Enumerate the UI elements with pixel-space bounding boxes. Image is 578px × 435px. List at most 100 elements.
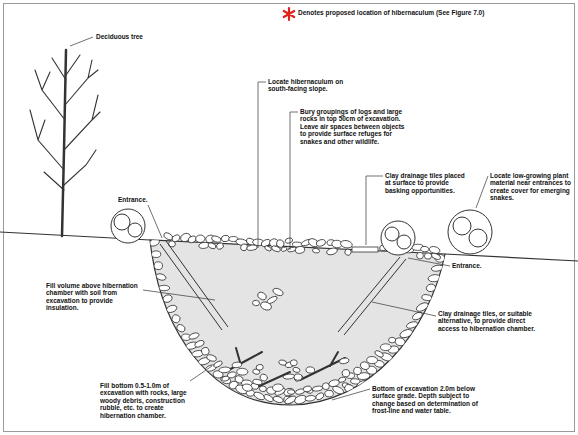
rock <box>339 357 349 364</box>
rock <box>426 283 437 292</box>
rock <box>399 328 414 339</box>
rock <box>232 362 242 368</box>
leader-line <box>70 37 488 400</box>
excavation <box>150 240 445 405</box>
rock <box>366 356 377 364</box>
rock <box>272 395 284 404</box>
frame <box>4 4 575 432</box>
rock <box>148 237 160 247</box>
callout-label: Fill bottom 0.5-1.0m of excavation with … <box>100 382 188 419</box>
rock <box>219 367 231 373</box>
rock <box>295 246 306 255</box>
rock <box>281 246 288 252</box>
deciduous-tree <box>30 50 100 236</box>
rock <box>326 247 338 256</box>
rock <box>338 376 347 383</box>
rock <box>344 248 352 256</box>
rock <box>342 369 350 377</box>
chamber-rocks <box>148 237 445 405</box>
location-asterisk <box>284 8 294 20</box>
rock <box>431 252 442 260</box>
surface-tile <box>352 247 378 252</box>
legend-note: Denotes proposed location of hibernaculu… <box>298 9 498 16</box>
rock <box>216 242 225 250</box>
rock <box>421 294 432 301</box>
rock <box>424 252 432 260</box>
rock <box>312 248 320 254</box>
rock <box>256 364 264 371</box>
rock <box>272 384 283 392</box>
rock <box>242 383 253 392</box>
rock <box>292 367 300 373</box>
rock <box>287 390 295 395</box>
shrub <box>448 210 492 254</box>
drainage-tile <box>160 241 228 330</box>
rock <box>152 251 161 258</box>
rock <box>340 240 353 249</box>
rock <box>374 350 384 359</box>
rock <box>259 386 266 392</box>
rock <box>406 320 419 329</box>
rock <box>416 252 423 259</box>
rock <box>312 386 323 392</box>
rock <box>325 390 334 397</box>
rock <box>159 285 170 290</box>
rock <box>194 339 205 348</box>
rock <box>207 242 217 250</box>
rock <box>272 287 284 297</box>
ground-line <box>445 254 578 261</box>
rock <box>252 300 260 306</box>
shrub <box>111 209 145 243</box>
rock <box>294 373 303 381</box>
rock <box>211 235 222 243</box>
callout-label: Clay drainage tiles, or suitable alterna… <box>438 310 536 332</box>
callout-label: Entrance. <box>118 196 158 203</box>
callout-label: Locate low-growing plant material near e… <box>490 172 572 202</box>
rock <box>306 367 315 374</box>
rock <box>263 393 275 403</box>
rock <box>256 291 267 301</box>
rock <box>283 374 295 380</box>
rock <box>316 239 327 247</box>
rock <box>303 385 312 392</box>
woody-debris <box>225 348 345 388</box>
callout-label: Deciduous tree <box>96 33 166 40</box>
rock <box>420 246 429 252</box>
rock <box>411 311 423 322</box>
rock <box>176 323 187 333</box>
rock <box>353 367 362 375</box>
rock <box>322 383 329 390</box>
rock <box>431 264 444 272</box>
rock <box>206 354 217 362</box>
rock <box>380 344 391 351</box>
rock <box>259 373 269 382</box>
callout-label: Bottom of excavation 2.0m below surface … <box>372 385 484 415</box>
rock <box>188 332 200 341</box>
rock <box>388 337 395 343</box>
rock <box>162 294 173 304</box>
drainage-tile <box>338 257 406 335</box>
rock <box>155 273 166 282</box>
rock <box>305 395 316 402</box>
rock <box>356 379 368 389</box>
rock <box>315 392 325 401</box>
rock <box>285 237 294 244</box>
rock <box>283 387 295 397</box>
callout-label: Bury groupings of logs and large rocks i… <box>300 108 412 145</box>
rock <box>171 313 182 324</box>
rock <box>344 383 355 393</box>
rock <box>415 301 429 313</box>
rock <box>201 347 210 356</box>
rock <box>221 375 229 381</box>
rock <box>394 337 406 347</box>
callout-label: Clay drainage tiles placed at surface to… <box>385 172 470 194</box>
rock <box>237 368 248 375</box>
shrub <box>381 221 415 255</box>
callout-label: Entrance. <box>452 262 492 269</box>
rock <box>154 261 163 270</box>
rock <box>290 360 297 366</box>
callout-label: Locate hibernaculum on south-facing slop… <box>268 78 348 93</box>
rock <box>196 235 205 243</box>
